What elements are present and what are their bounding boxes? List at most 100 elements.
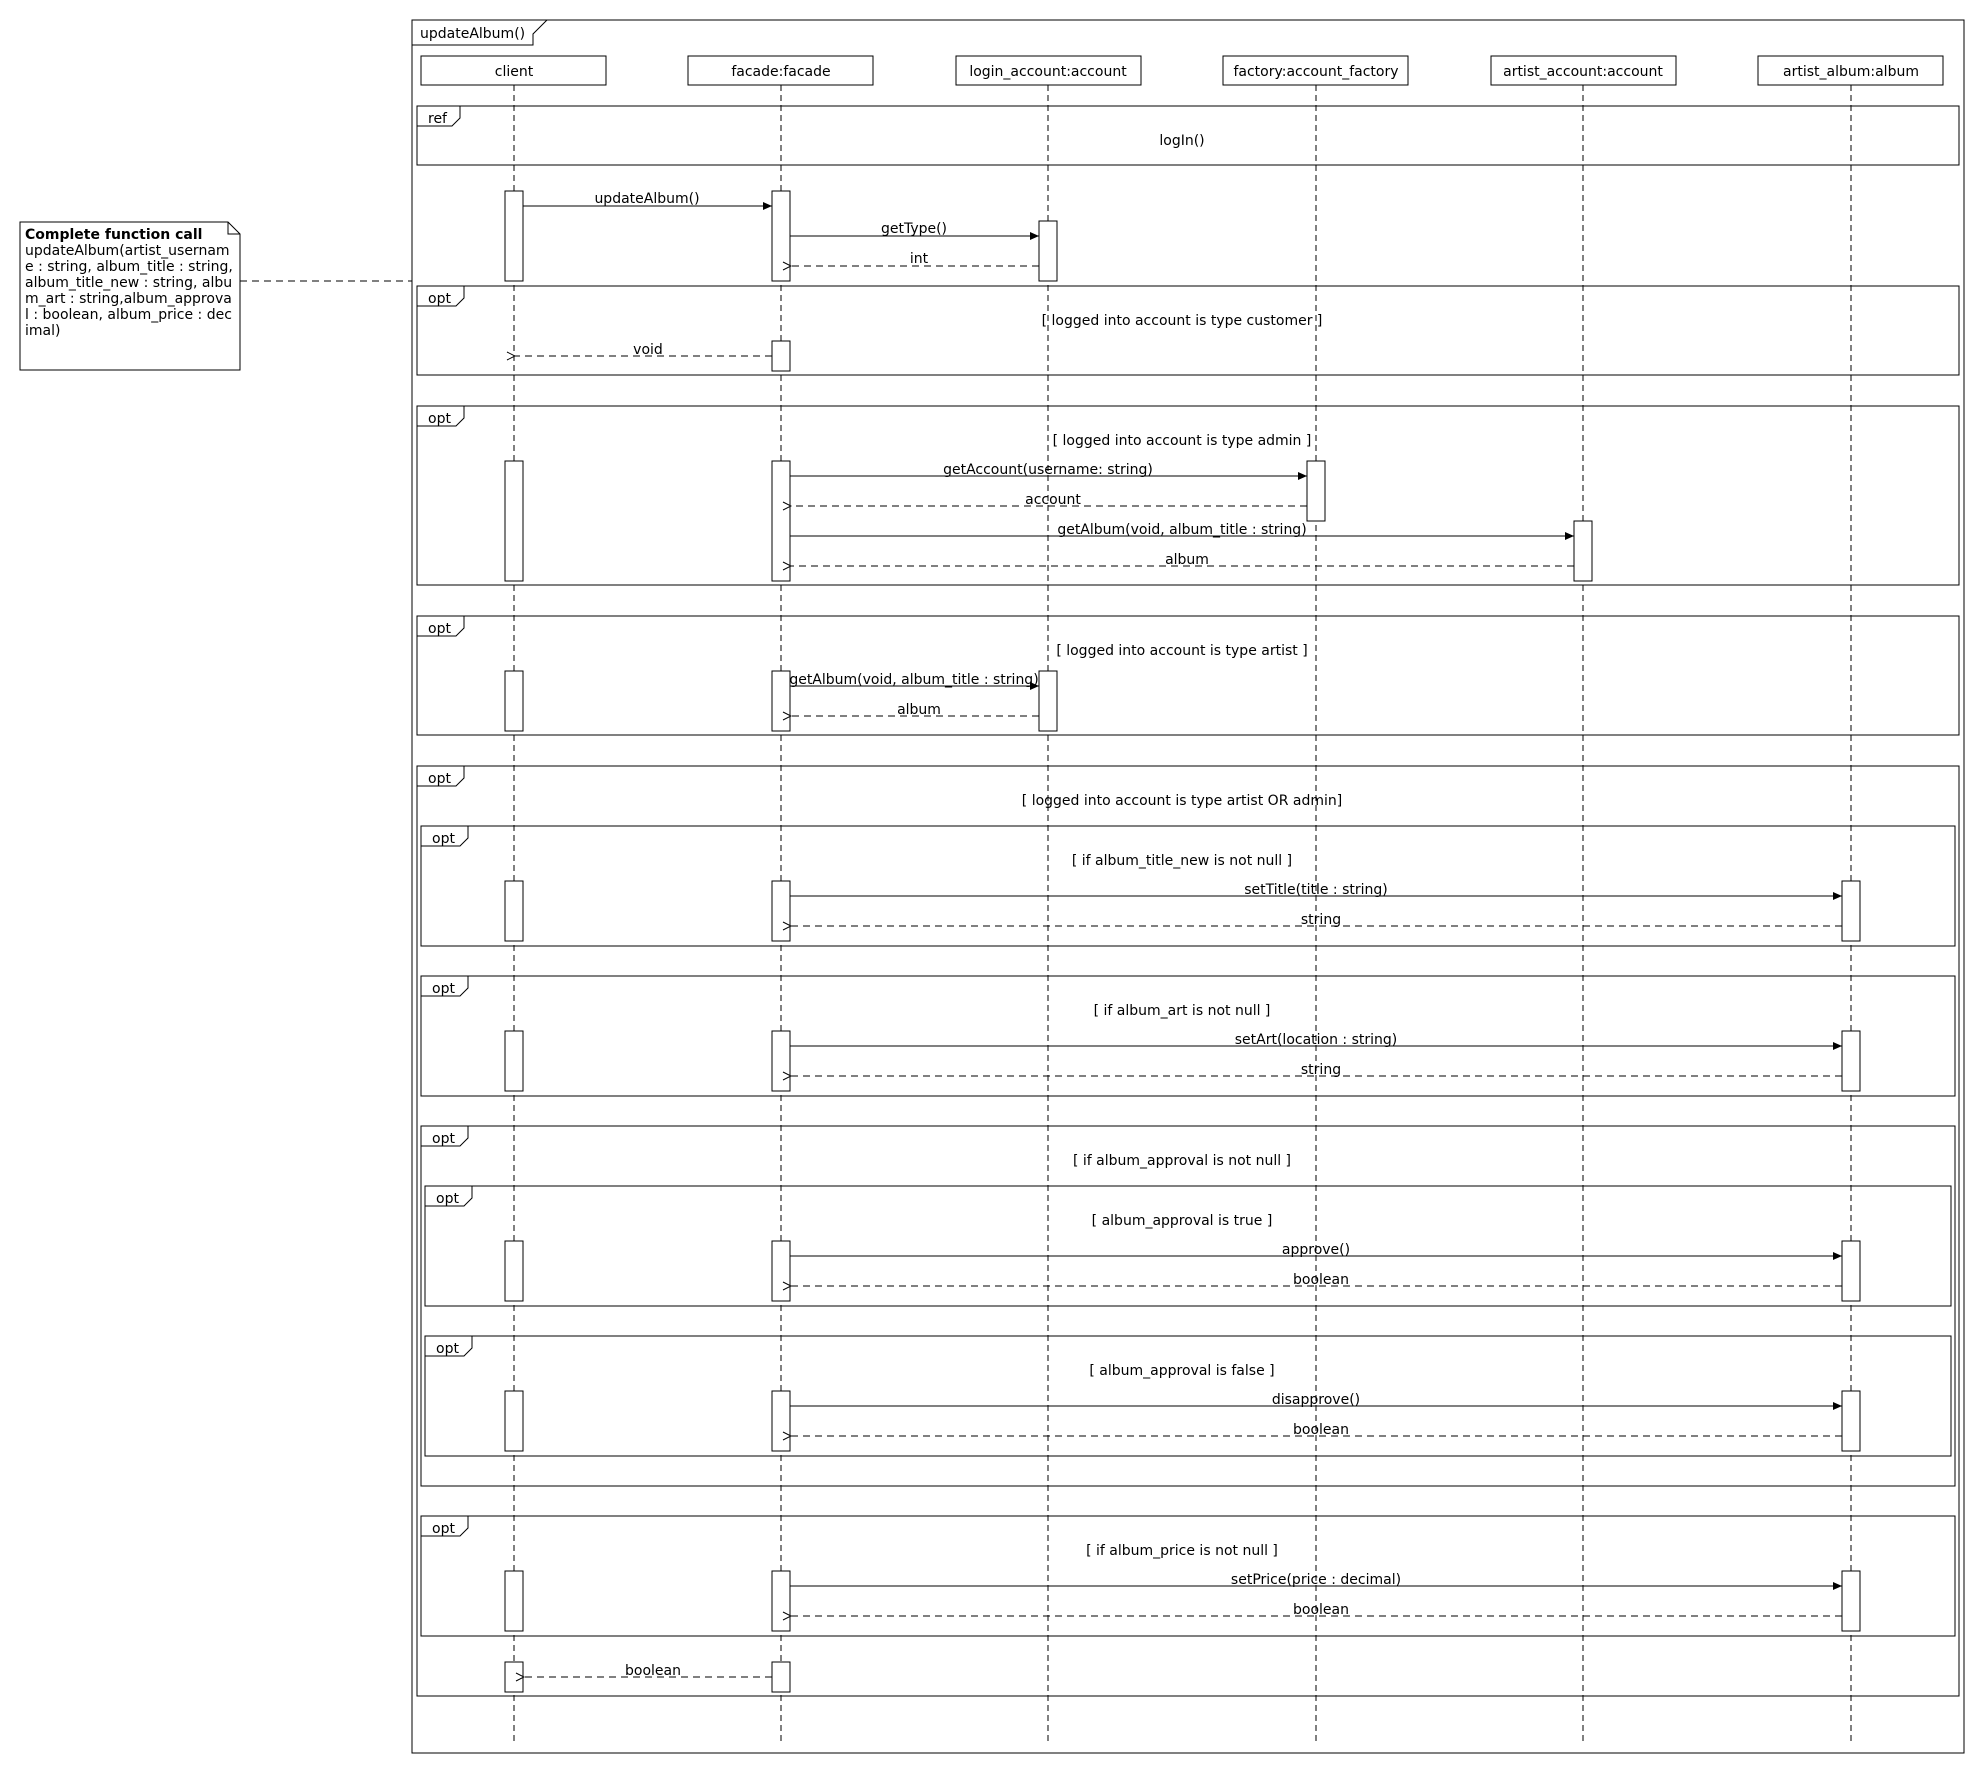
- message-label: void: [633, 342, 663, 358]
- activation-bar: [504, 670, 524, 732]
- fragment-admin: opt [ logged into account is type admin …: [416, 405, 1960, 586]
- svg-text:opt: opt: [436, 1191, 459, 1207]
- activation-bar: [771, 1570, 791, 1632]
- fragment-customer: opt [ logged into account is type custom…: [416, 285, 1960, 376]
- fragment-art: opt [ if album_art is not null ]: [420, 975, 1956, 1097]
- svg-text:opt: opt: [428, 411, 451, 427]
- activation-bar: [771, 1240, 791, 1302]
- message-label: disapprove(): [1272, 1392, 1360, 1408]
- messages: [515, 202, 1842, 1677]
- message-label: boolean: [1293, 1272, 1349, 1288]
- participant-album: artist_album:album: [1757, 55, 1944, 86]
- message-label: setArt(location : string): [1235, 1032, 1398, 1048]
- activation-bar: [504, 880, 524, 942]
- svg-text:opt: opt: [432, 831, 455, 847]
- message-label: boolean: [1293, 1602, 1349, 1618]
- message-label: account: [1025, 492, 1081, 508]
- activation-bar: [771, 340, 791, 372]
- guard-admin: [ logged into account is type admin ]: [1053, 433, 1312, 449]
- note-body: updateAlbum(artist_username : string, al…: [25, 243, 233, 339]
- activation-bar: [504, 1570, 524, 1632]
- svg-text:opt: opt: [428, 291, 451, 307]
- svg-text:facade:facade: facade:facade: [731, 64, 830, 80]
- participant-client: client: [420, 55, 607, 86]
- message-label: album: [1165, 552, 1209, 568]
- frame-title: updateAlbum(): [420, 26, 525, 42]
- message-label: string: [1301, 912, 1341, 928]
- activation-bar: [504, 1240, 524, 1302]
- svg-text:opt: opt: [428, 621, 451, 637]
- fragment-price: opt [ if album_price is not null ]: [420, 1515, 1956, 1637]
- activation-bar: [1841, 880, 1861, 942]
- svg-text:artist_account:account: artist_account:account: [1503, 64, 1663, 80]
- note: [19, 221, 412, 371]
- message-label: getAlbum(void, album_title : string): [789, 672, 1038, 688]
- ref-fragment: ref logIn(): [416, 105, 1960, 166]
- message-label: approve(): [1282, 1242, 1350, 1258]
- svg-text:login_account:account: login_account:account: [969, 64, 1127, 80]
- activation-bar: [1841, 1030, 1861, 1092]
- guard-title-new: [ if album_title_new is not null ]: [1072, 853, 1292, 869]
- message-label: setTitle(title : string): [1244, 882, 1388, 898]
- svg-text:opt: opt: [436, 1341, 459, 1357]
- participant-facade: facade:facade: [687, 55, 874, 86]
- activation-bar: [1573, 520, 1593, 582]
- message-label: getType(): [881, 221, 947, 237]
- outer-frame: updateAlbum(): [411, 19, 1965, 1754]
- participant-login: login_account:account: [955, 55, 1142, 86]
- activation-bar: [771, 1661, 791, 1693]
- message-label: int: [910, 251, 929, 267]
- fragment-artist: opt [ logged into account is type artist…: [416, 615, 1960, 736]
- guard-artist: [ logged into account is type artist ]: [1056, 643, 1307, 659]
- activation-bar: [504, 1390, 524, 1452]
- note-title: Complete function call: [25, 227, 203, 243]
- note-text: Complete function call updateAlbum(artis…: [20, 222, 240, 372]
- svg-text:opt: opt: [428, 771, 451, 787]
- message-label: getAccount(username: string): [943, 462, 1153, 478]
- message-label: setPrice(price : decimal): [1231, 1572, 1401, 1588]
- svg-text:artist_album:album: artist_album:album: [1783, 64, 1919, 80]
- lifelines: [513, 85, 1852, 1742]
- activation-bar: [1038, 220, 1058, 282]
- fragment-approval-false: opt [ album_approval is false ]: [424, 1335, 1952, 1457]
- guard-price: [ if album_price is not null ]: [1086, 1543, 1278, 1559]
- activation-bar: [771, 670, 791, 732]
- message-labels: updateAlbum() getType() int void getAcco…: [594, 191, 1401, 1679]
- svg-text:opt: opt: [432, 981, 455, 997]
- activation-bar: [1841, 1570, 1861, 1632]
- fragment-title-new: opt [ if album_title_new is not null ]: [420, 825, 1956, 947]
- guard-art: [ if album_art is not null ]: [1094, 1003, 1271, 1019]
- guard-approval-true: [ album_approval is true ]: [1092, 1213, 1273, 1229]
- svg-text:opt: opt: [432, 1131, 455, 1147]
- participant-factory: factory:account_factory: [1222, 55, 1409, 86]
- activation-bar: [771, 460, 791, 582]
- activation-bar: [771, 880, 791, 942]
- activation-bar: [771, 190, 791, 282]
- guard-approval: [ if album_approval is not null ]: [1073, 1153, 1291, 1169]
- activation-bar: [1841, 1240, 1861, 1302]
- activation-bar: [504, 1030, 524, 1092]
- activation-bar: [771, 1030, 791, 1092]
- message-label: album: [897, 702, 941, 718]
- message-label: updateAlbum(): [594, 191, 699, 207]
- fragment-approval: opt [ if album_approval is not null ]: [420, 1125, 1956, 1487]
- activation-bar: [504, 190, 524, 282]
- activation-bar: [1306, 460, 1326, 522]
- message-label: boolean: [625, 1663, 681, 1679]
- svg-text:logIn(): logIn(): [1159, 133, 1204, 149]
- svg-text:factory:account_factory: factory:account_factory: [1233, 64, 1398, 80]
- activation-bar: [771, 1390, 791, 1452]
- message-label: boolean: [1293, 1422, 1349, 1438]
- fragment-artist-or-admin: opt [ logged into account is type artist…: [416, 765, 1960, 1697]
- guard-approval-false: [ album_approval is false ]: [1089, 1363, 1274, 1379]
- activations: [504, 190, 1861, 1693]
- svg-text:ref: ref: [428, 111, 448, 127]
- svg-text:client: client: [495, 64, 534, 80]
- svg-text:opt: opt: [432, 1521, 455, 1537]
- activation-bar: [504, 1661, 524, 1693]
- activation-bar: [1038, 670, 1058, 732]
- guard-customer: [ logged into account is type customer ]: [1042, 313, 1323, 329]
- guard-artist-or-admin: [ logged into account is type artist OR …: [1022, 793, 1342, 809]
- activation-bar: [504, 460, 524, 582]
